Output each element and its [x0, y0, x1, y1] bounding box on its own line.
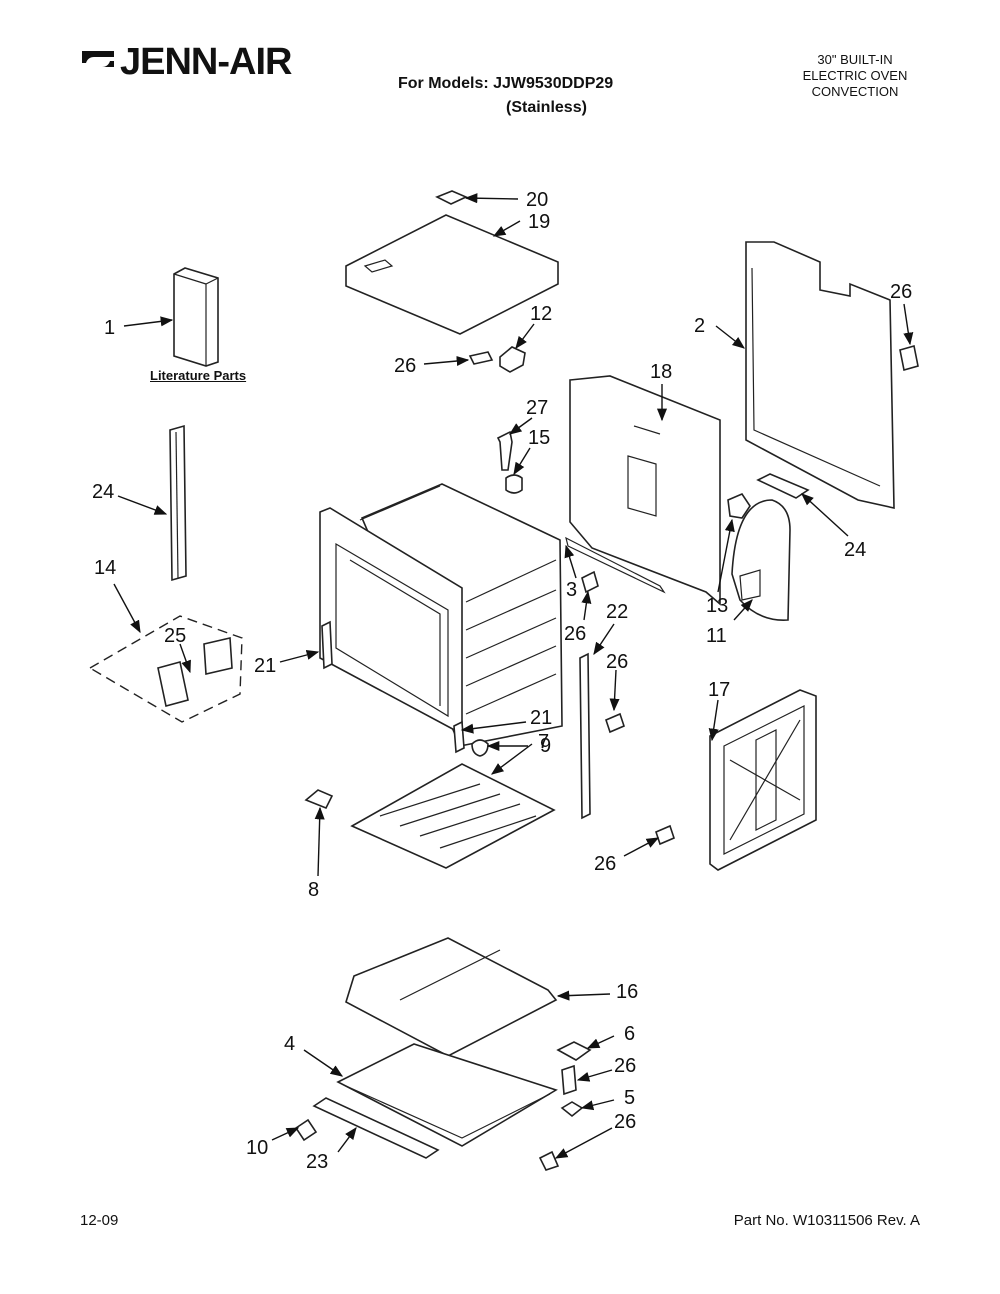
part-1-literature-booklet [173, 267, 219, 367]
part-25-bracket-a [157, 661, 189, 707]
callout-8: 8 [308, 879, 319, 901]
callout-6: 6 [624, 1023, 635, 1045]
part-13-sensor [727, 493, 751, 519]
part-4-bottom-tray [336, 1043, 558, 1147]
callout-9: 9 [540, 735, 551, 757]
part-24-trim-strip-right [756, 473, 810, 499]
callout-4: 4 [284, 1033, 295, 1055]
callout-5: 5 [624, 1087, 635, 1109]
callout-22: 22 [606, 601, 628, 623]
part-3-bracket [565, 536, 666, 594]
part-12-clip [499, 346, 526, 373]
callout-25: 25 [164, 625, 186, 647]
category-line-1: 30" BUILT-IN [817, 52, 893, 67]
callout-12: 12 [530, 303, 552, 325]
callout-21-b: 21 [530, 707, 552, 729]
callout-7: 7 [538, 731, 549, 753]
callout-24-b: 24 [844, 539, 866, 561]
callout-15: 15 [528, 427, 550, 449]
callout-13: 13 [706, 595, 728, 617]
part-25-bracket-b [203, 637, 233, 675]
category-line-3: CONVECTION [811, 84, 899, 99]
callout-11: 11 [706, 625, 727, 647]
part-26-screw-d [605, 712, 625, 734]
part-26-screw-g [538, 1150, 560, 1171]
product-category: 30" BUILT-IN ELECTRIC OVEN CONVECTION [780, 52, 930, 100]
part-20-plate [435, 190, 468, 205]
part-2-side-panel [745, 241, 895, 510]
callout-16: 16 [616, 981, 638, 1003]
literature-parts-label: Literature Parts [150, 368, 247, 383]
part-26-screw-b [899, 344, 919, 372]
callout-3: 3 [566, 579, 577, 601]
callout-1: 1 [104, 317, 115, 339]
part-26-screw-e [655, 824, 675, 846]
callout-24-a: 24 [92, 481, 114, 503]
part-19-top-panel [345, 214, 559, 335]
jenn-air-logo-icon [82, 51, 114, 73]
part-26-screw-f [561, 1064, 577, 1096]
part-18-rear-panel [569, 375, 721, 606]
callout-26-f: 26 [614, 1055, 636, 1077]
callout-18: 18 [650, 361, 672, 383]
part-7-rack [350, 763, 556, 869]
part-14-kit-outline [88, 615, 243, 723]
callout-labels: 20 19 1 12 26 2 26 18 27 15 24 24 14 25 … [92, 189, 912, 1173]
part-5-nut [560, 1101, 584, 1118]
brand-logo: JENN-AIR [80, 40, 292, 84]
part-26-screw-a [468, 351, 494, 365]
part-27-bolt [496, 430, 513, 471]
callout-2: 2 [694, 315, 705, 337]
callout-19: 19 [528, 211, 550, 233]
model-info: For Models: JJW9530DDP29 (Stainless) [398, 72, 614, 116]
callout-21-a: 21 [254, 655, 276, 677]
part-9-grommet [471, 739, 489, 757]
part-21-trim-a [321, 620, 333, 670]
callout-17: 17 [708, 679, 730, 701]
part-22-vertical-trim [579, 652, 591, 820]
callout-14: 14 [94, 557, 116, 579]
part-15-clip [505, 474, 523, 494]
callout-26-a: 26 [394, 355, 416, 377]
part-24-trim-strip-left [169, 424, 187, 582]
part-16-lower-panel [345, 937, 558, 1057]
oven-cavity-assembly [319, 483, 563, 747]
footer-date: 12-09 [80, 1212, 119, 1229]
brand-name: JENN-AIR [120, 40, 292, 83]
callout-23: 23 [306, 1151, 328, 1173]
callout-10: 10 [246, 1137, 268, 1159]
part-10-screw [294, 1118, 318, 1142]
callout-26-g: 26 [614, 1111, 636, 1133]
callout-26-c: 26 [564, 623, 586, 645]
part-23-front-strip [312, 1097, 440, 1159]
models-sub: (Stainless) [506, 99, 587, 116]
part-17-rear-frame [709, 689, 817, 871]
part-26-screw-c [581, 570, 599, 594]
part-6-bracket [556, 1041, 592, 1061]
part-21-trim-b [453, 720, 465, 754]
category-line-2: ELECTRIC OVEN [802, 68, 908, 83]
part-11-cover-plate [731, 499, 791, 621]
callout-26-e: 26 [594, 853, 616, 875]
models-line: For Models: JJW9530DDP29 [398, 75, 614, 92]
part-8-clip [304, 789, 334, 810]
callout-20: 20 [526, 189, 548, 211]
callout-26-d: 26 [606, 651, 628, 673]
callout-26-b: 26 [890, 281, 912, 303]
callout-27: 27 [526, 397, 548, 419]
leader-lines [113, 193, 914, 1159]
footer-part-number: Part No. W10311506 Rev. A [733, 1212, 920, 1229]
